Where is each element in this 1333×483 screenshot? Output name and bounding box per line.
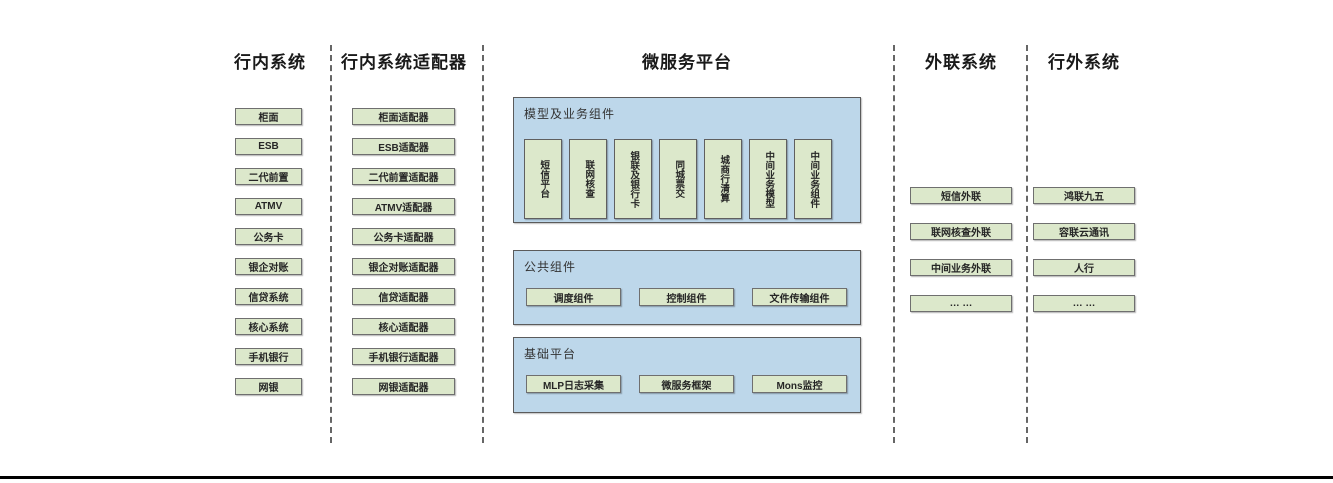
adapter-box: 网银适配器 [352,378,455,395]
external-system-box: 人行 [1033,259,1135,276]
adapter-box: 公务卡适配器 [352,228,455,245]
external-system-box: 鸿联九五 [1033,187,1135,204]
panel-label: 模型及业务组件 [524,107,616,121]
separator-line-4 [1026,45,1028,443]
adapter-box: 银企对账适配器 [352,258,455,275]
model-component-box: 银联及银行卡 [614,139,652,219]
outbound-system-box: 短信外联 [910,187,1012,204]
column-title-platform: 微服务平台 [642,53,732,72]
model-component-box: 短信平台 [524,139,562,219]
model-component-box: 城商行清算 [704,139,742,219]
inbank-system-box: 信贷系统 [235,288,302,305]
outbound-systems-column: 短信外联 联网核查外联 中间业务外联 … … [910,187,1012,312]
platform-panel-common-components: 公共组件 调度组件 控制组件 文件传输组件 [513,250,861,325]
panel-label: 基础平台 [524,347,577,361]
inbank-system-box: 手机银行 [235,348,302,365]
model-component-box: 联网核查 [569,139,607,219]
inbank-systems-column: 柜面 ESB 二代前置 ATMV 公务卡 银企对账 信贷系统 核心系统 手机银行… [235,108,302,395]
base-platform-box: Mons监控 [752,375,847,393]
column-title-external: 行外系统 [1048,53,1120,72]
inbank-system-box: 银企对账 [235,258,302,275]
outbound-system-box: 中间业务外联 [910,259,1012,276]
common-component-box: 文件传输组件 [752,288,847,306]
separator-line-2 [482,45,484,443]
inbank-system-box: ESB [235,138,302,155]
adapter-box: 二代前置适配器 [352,168,455,185]
adapter-column: 柜面适配器 ESB适配器 二代前置适配器 ATMV适配器 公务卡适配器 银企对账… [352,108,455,395]
separator-line-1 [330,45,332,443]
adapter-box: ATMV适配器 [352,198,455,215]
external-systems-column: 鸿联九五 容联云通讯 人行 … … [1033,187,1135,312]
inbank-system-box: 柜面 [235,108,302,125]
inbank-system-box: 核心系统 [235,318,302,335]
outbound-system-box: 联网核查外联 [910,223,1012,240]
column-title-outbound: 外联系统 [925,53,997,72]
platform-panel-base: 基础平台 MLP日志采集 微服务框架 Mons监控 [513,337,861,413]
model-components-row: 短信平台 联网核查 银联及银行卡 同城票交 城商行清算 中间业务模型 中间业务组… [524,139,832,219]
base-platform-row: MLP日志采集 微服务框架 Mons监控 [526,375,847,393]
panel-label: 公共组件 [524,260,577,274]
base-platform-box: MLP日志采集 [526,375,621,393]
column-title-inbank: 行内系统 [234,53,306,72]
separator-line-3 [893,45,895,443]
adapter-box: 核心适配器 [352,318,455,335]
common-components-row: 调度组件 控制组件 文件传输组件 [526,288,847,306]
inbank-system-box: 公务卡 [235,228,302,245]
outbound-system-box: … … [910,295,1012,312]
model-component-box: 同城票交 [659,139,697,219]
column-title-adapters: 行内系统适配器 [341,53,467,72]
bottom-divider-line [0,476,1333,479]
platform-panel-model-components: 模型及业务组件 短信平台 联网核查 银联及银行卡 同城票交 城商行清算 中间业务… [513,97,861,223]
inbank-system-box: ATMV [235,198,302,215]
model-component-box: 中间业务组件 [794,139,832,219]
common-component-box: 调度组件 [526,288,621,306]
external-system-box: 容联云通讯 [1033,223,1135,240]
adapter-box: ESB适配器 [352,138,455,155]
model-component-box: 中间业务模型 [749,139,787,219]
common-component-box: 控制组件 [639,288,734,306]
adapter-box: 柜面适配器 [352,108,455,125]
adapter-box: 信贷适配器 [352,288,455,305]
inbank-system-box: 网银 [235,378,302,395]
adapter-box: 手机银行适配器 [352,348,455,365]
inbank-system-box: 二代前置 [235,168,302,185]
base-platform-box: 微服务框架 [639,375,734,393]
external-system-box: … … [1033,295,1135,312]
